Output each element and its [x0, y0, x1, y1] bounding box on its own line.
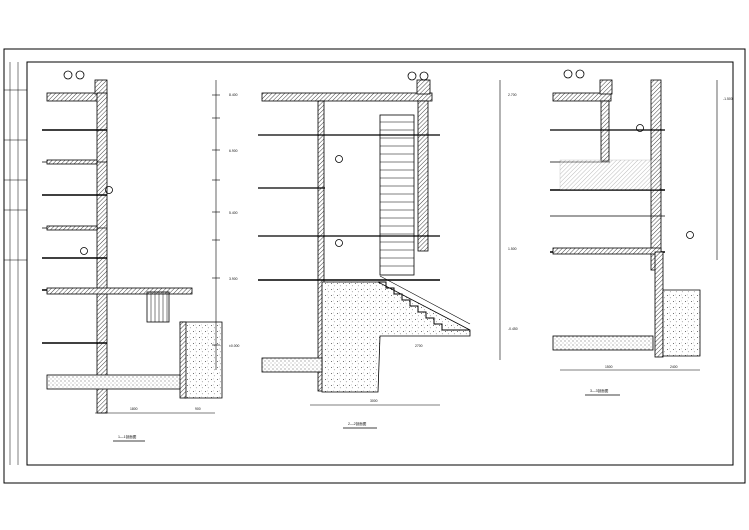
section-2-2 [258, 71, 471, 406]
dim-label: 1500 [605, 365, 613, 369]
dim-label: 1800 [130, 407, 138, 411]
dim-label: 3000 [370, 399, 378, 403]
section-3-3 [550, 69, 701, 371]
level-label: 3.900 [229, 277, 238, 281]
level-label: -1.500 [723, 97, 733, 101]
dim-label: 900 [195, 407, 201, 411]
level-label: 2.700 [508, 93, 517, 97]
binding-strip [4, 62, 27, 465]
level-label: -0.450 [508, 327, 518, 331]
section-1-1 [42, 70, 223, 414]
outer-border [3, 48, 746, 484]
section-title-2: 2—2剖面图 [348, 421, 367, 426]
level-label: 6.900 [229, 149, 238, 153]
section-title-3: 3—3剖面图 [590, 388, 609, 393]
dim-label: 2400 [670, 365, 678, 369]
dim-label: 2700 [415, 344, 423, 348]
inner-border [26, 61, 734, 466]
level-label: 1.500 [508, 247, 517, 251]
levels-1 [212, 80, 220, 370]
levels-3 [499, 80, 718, 360]
section-title-1: 1—1剖面图 [118, 434, 137, 439]
level-label: 8.400 [229, 93, 238, 97]
level-label: 5.400 [229, 211, 238, 215]
level-label: ±0.000 [229, 344, 239, 348]
